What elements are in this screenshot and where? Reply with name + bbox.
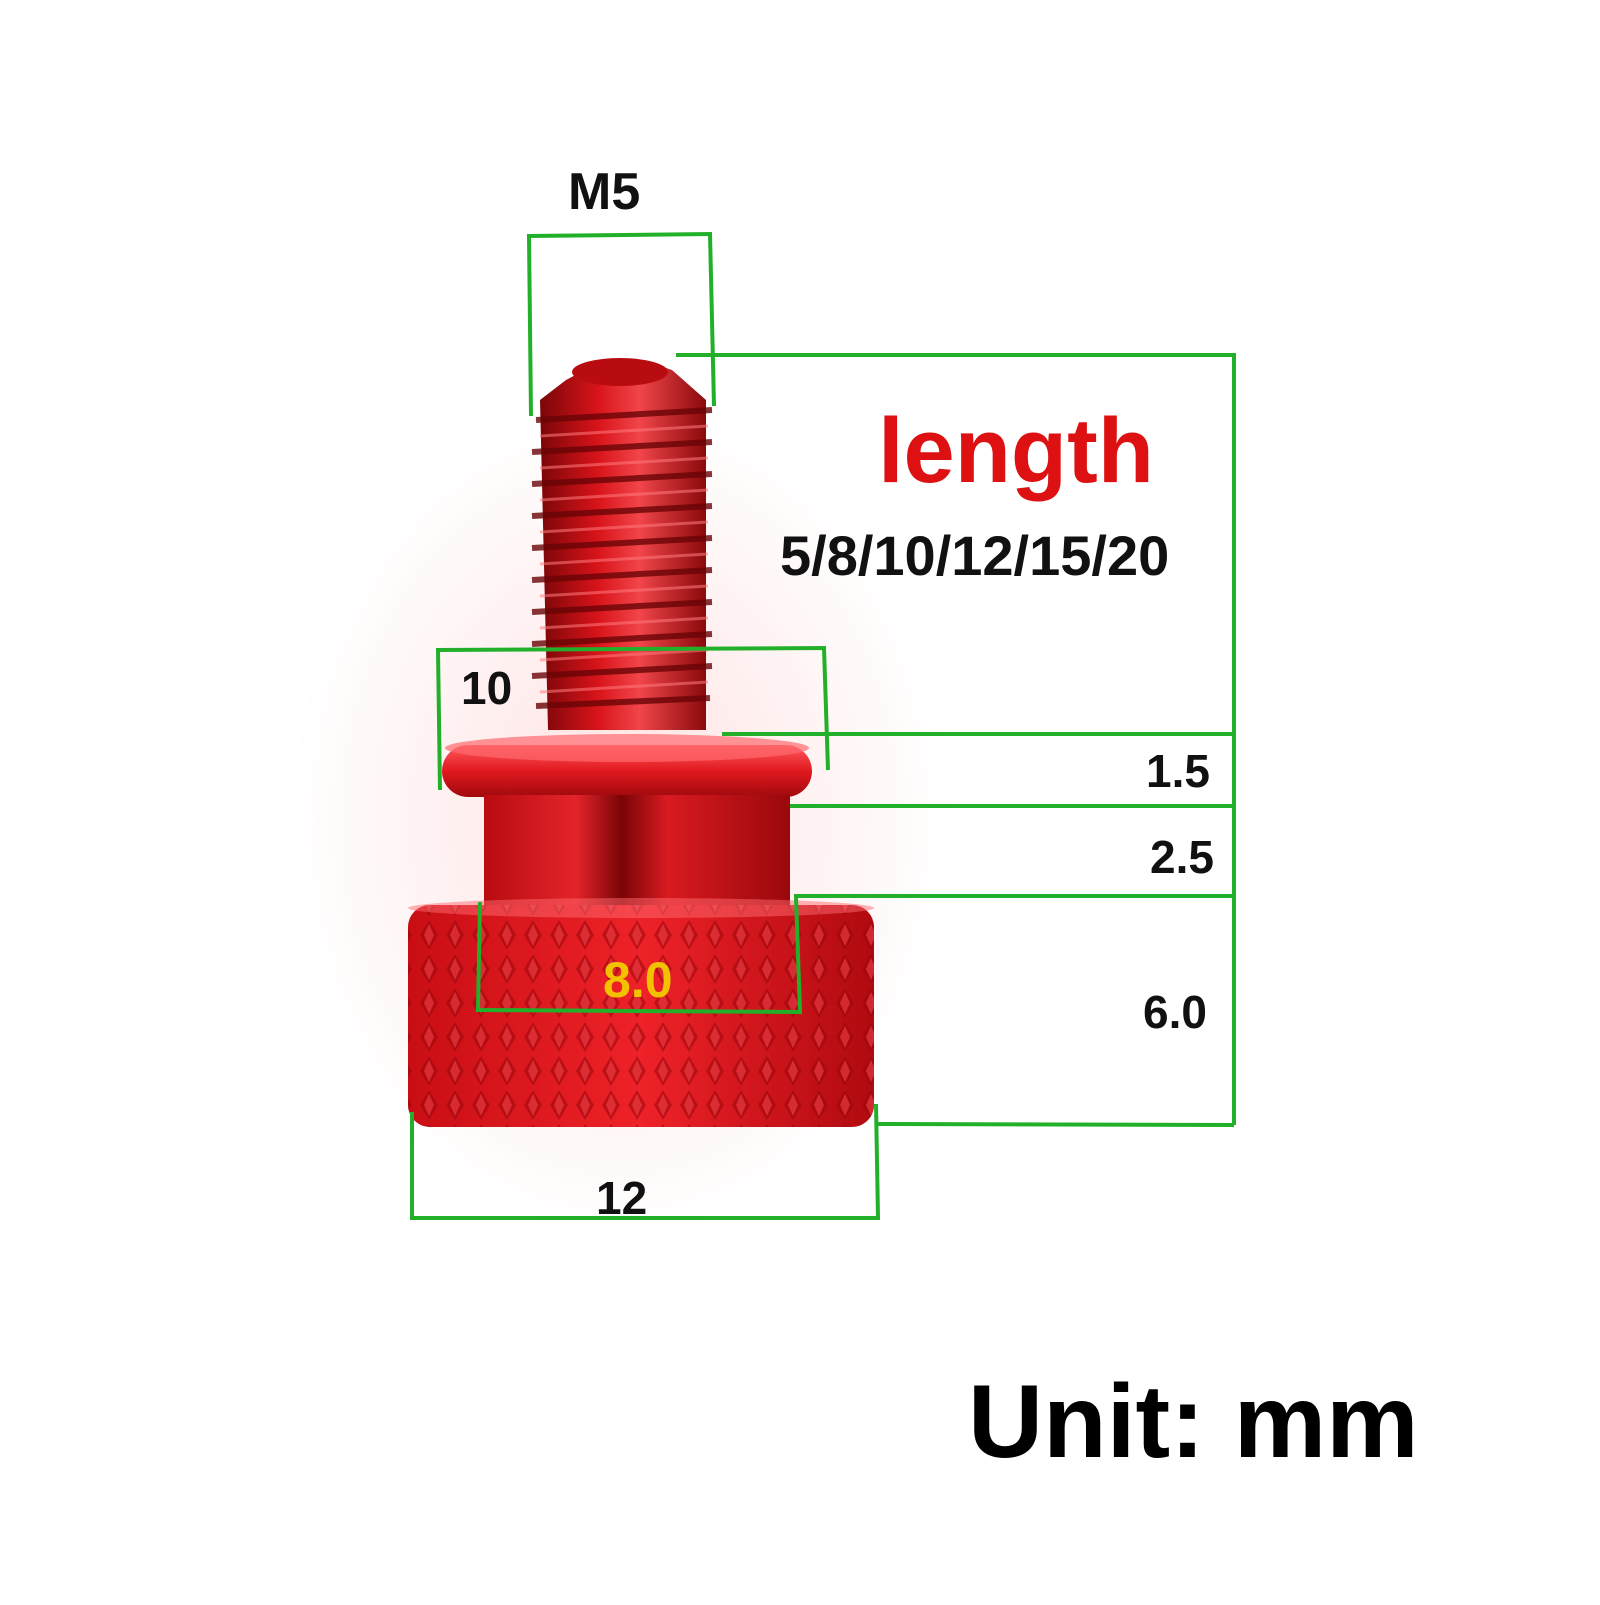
thread-dimension-bracket [526, 231, 716, 417]
flange-diameter-label: 10 [461, 662, 513, 714]
length-options: 5/8/10/12/15/20 [780, 524, 1170, 587]
length-title: length [878, 400, 1154, 502]
flange [442, 734, 812, 797]
neck-diameter-label: 8.0 [603, 952, 673, 1008]
neck-height-label: 2.5 [1150, 831, 1214, 883]
knurl-height-label: 6.0 [1143, 986, 1207, 1038]
head-diameter-label: 12 [596, 1172, 648, 1224]
head-diameter-bracket [410, 1103, 881, 1220]
thread-size-label: M5 [568, 163, 641, 221]
length-dimension-bracket [676, 353, 1236, 736]
flange-height-label: 1.5 [1146, 745, 1210, 797]
unit-label: Unit: mm [968, 1364, 1419, 1480]
dimension-lines [410, 231, 1236, 1220]
knurled-head [408, 898, 874, 1127]
knurl-height-line [874, 1122, 1235, 1127]
neck [484, 795, 790, 905]
threaded-shaft [531, 358, 713, 730]
neck-diameter-bracket [475, 897, 803, 1015]
flange-diameter-bracket [435, 645, 830, 791]
